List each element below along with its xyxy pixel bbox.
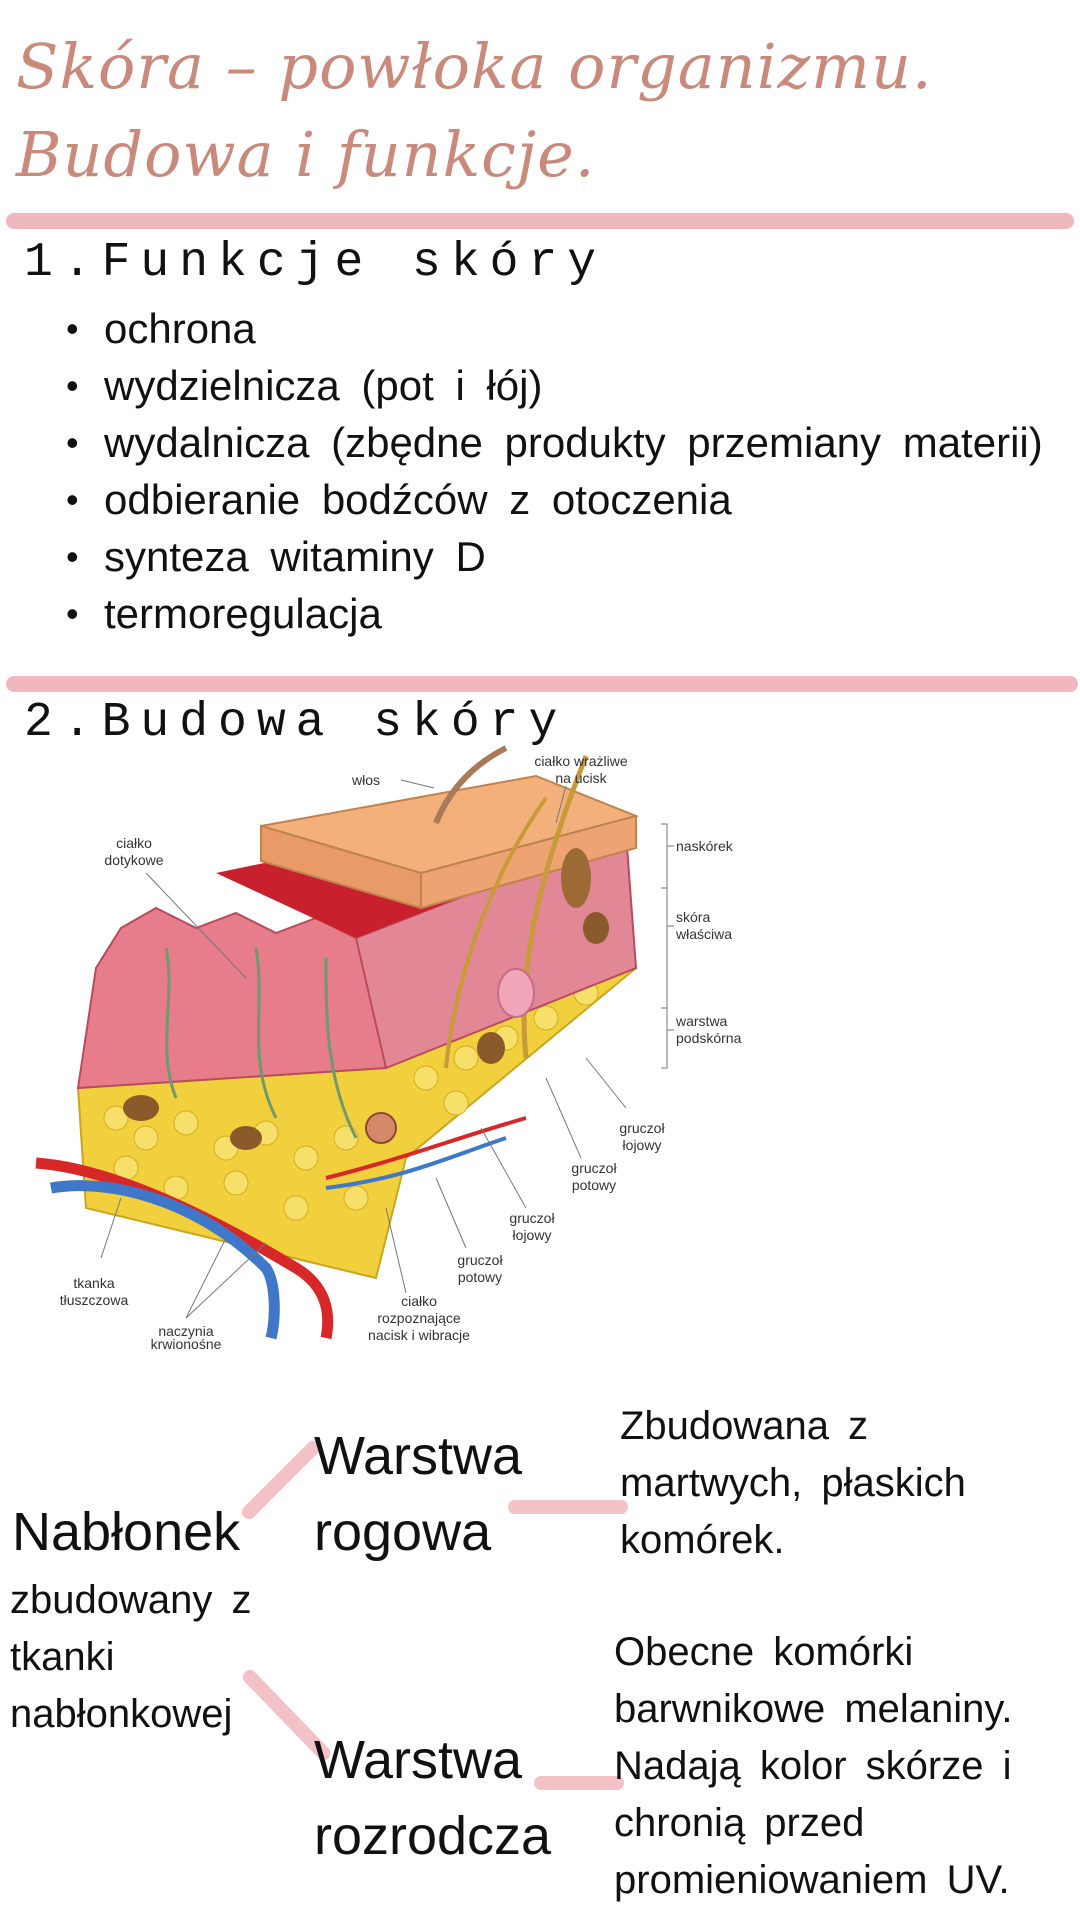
label-vibration-body: rozpoznające — [377, 1310, 460, 1326]
label-sebaceous-gland: gruczoł — [619, 1120, 665, 1136]
list-item: synteza witaminy D — [66, 528, 1043, 585]
list-item: wydalnicza (zbędne produkty przemiany ma… — [66, 414, 1043, 471]
label-vibration-body: ciałko — [401, 1293, 437, 1309]
label-blood-vessels: krwionośne — [151, 1336, 222, 1350]
connector-line — [508, 1500, 628, 1514]
page-title-line-2: Budowa i funkcje. — [16, 118, 596, 191]
label-sebaceous-gland: gruczoł — [509, 1210, 555, 1226]
connector-line — [239, 1437, 324, 1522]
list-item: odbieranie bodźców z otoczenia — [66, 471, 1043, 528]
section-heading-functions: 1.Funkcje skóry — [24, 236, 607, 290]
basal-layer-description: Obecne komórki barwnikowe melaniny. Nada… — [614, 1630, 1013, 1902]
label-sweat-gland: potowy — [458, 1269, 502, 1285]
label-vibration-body: nacisk i wibracje — [368, 1327, 470, 1343]
epidermis-side — [420, 814, 637, 910]
divider — [6, 676, 1078, 692]
label-sebaceous-gland: łojowy — [513, 1227, 552, 1243]
list-item: ochrona — [66, 300, 1043, 357]
list-item: termoregulacja — [66, 585, 1043, 642]
basal-layer-label: Warstwa rozrodcza — [314, 1730, 552, 1866]
divider — [6, 213, 1074, 229]
vein — [50, 1180, 280, 1340]
label-epidermis: naskórek — [676, 838, 734, 854]
label-hypodermis: warstwa — [675, 1013, 728, 1029]
horny-layer-label: Warstwa rogowa — [314, 1426, 523, 1562]
label-fat-tissue: tłuszczowa — [60, 1292, 129, 1308]
label-touch-body: dotykowe — [104, 852, 163, 868]
label-touch-body: ciałko — [116, 835, 152, 851]
label-dermis: właściwa — [675, 926, 732, 942]
section-heading-structure: 2.Budowa skóry — [24, 696, 568, 750]
page-title-line-1: Skóra – powłoka organizmu. — [16, 30, 933, 103]
label-hair: włos — [351, 772, 380, 788]
label-sebaceous-gland: łojowy — [623, 1137, 662, 1153]
artery — [35, 1157, 334, 1340]
label-sweat-gland: gruczoł — [571, 1160, 617, 1176]
functions-list: ochrona wydzielnicza (pot i łój) wydalni… — [66, 300, 1043, 642]
label-pressure-body: ciałko wrażliwe — [534, 753, 628, 769]
list-item: wydzielnicza (pot i łój) — [66, 357, 1043, 414]
label-fat-tissue: tkanka — [73, 1275, 114, 1291]
horny-layer-description: Zbudowana z martwych, płaskich komórek. — [620, 1404, 966, 1562]
skin-diagram: włos ciałko wrażliwe na ucisk naskórek s… — [26, 738, 746, 1352]
label-blood-vessels: naczynia — [158, 1323, 213, 1339]
label-sweat-gland: potowy — [572, 1177, 616, 1193]
label-pressure-body: na ucisk — [555, 770, 607, 786]
hair — [433, 745, 508, 825]
label-hypodermis: podskórna — [676, 1030, 742, 1046]
epithelium-title: Nabłonek — [12, 1502, 241, 1562]
connector-line — [534, 1776, 624, 1790]
label-dermis: skóra — [676, 909, 710, 925]
epithelium-description: zbudowany z tkanki nabłonkowej — [10, 1578, 252, 1736]
dermis-front — [76, 906, 388, 1090]
label-sweat-gland: gruczoł — [457, 1252, 503, 1268]
